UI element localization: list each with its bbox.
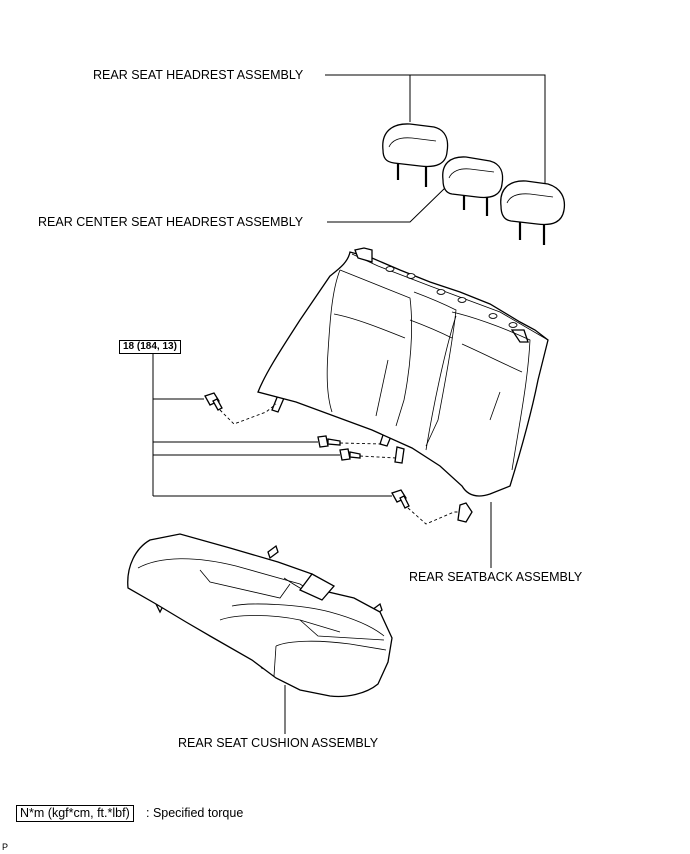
bolt-4	[391, 489, 460, 525]
bolt-2	[317, 435, 383, 448]
label-rear-center-seat-headrest: REAR CENTER SEAT HEADREST ASSEMBLY	[38, 215, 304, 229]
headrest-right	[500, 180, 566, 245]
label-rear-seat-headrest: REAR SEAT HEADREST ASSEMBLY	[93, 68, 304, 82]
legend-unit-box: N*m (kgf*cm, ft.*lbf)	[16, 805, 134, 822]
headrest-left	[382, 123, 449, 187]
bolt-3	[339, 448, 397, 461]
corner-mark: P	[2, 842, 9, 852]
torque-spec-box: 18 (184, 13)	[119, 340, 181, 354]
headrest-center	[442, 156, 504, 216]
label-rear-seatback: REAR SEATBACK ASSEMBLY	[409, 570, 583, 584]
rear-seat-cushion	[127, 533, 393, 698]
label-rear-seat-cushion: REAR SEAT CUSHION ASSEMBLY	[178, 736, 379, 750]
bolt-1	[204, 392, 277, 425]
rear-seatback	[257, 247, 549, 523]
leader-lines	[152, 74, 546, 734]
legend-description: : Specified torque	[146, 806, 244, 820]
